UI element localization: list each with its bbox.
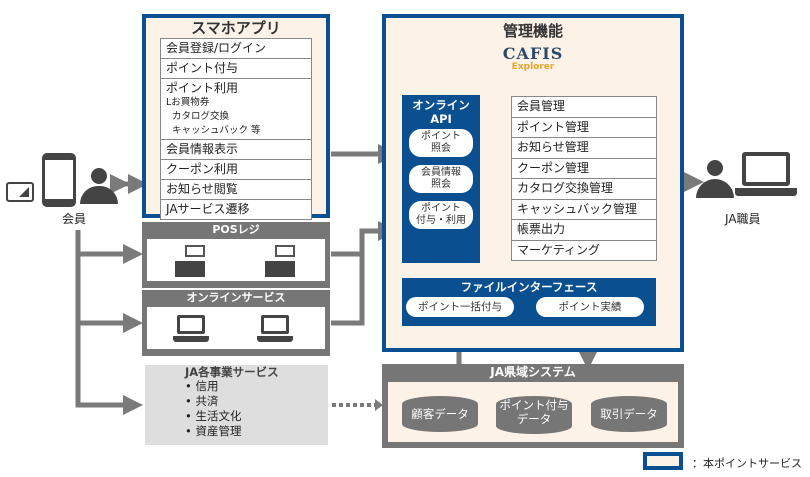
smartphone-app-title: スマホアプリ xyxy=(191,19,281,37)
app-feature: クーポン利用 xyxy=(161,160,311,180)
app-feature: ポイント利用 Lお買物券 カタログ交換 キャッシュバック 等 xyxy=(161,79,311,140)
api-point-inquiry: ポイント照会 xyxy=(409,129,473,157)
member-label: 会員 xyxy=(62,212,87,226)
tablet-icon xyxy=(6,182,34,202)
ja-service-item: • 生活文化 xyxy=(185,409,242,423)
database-transaction-data: 取引データ xyxy=(591,396,667,432)
app-feature: 会員登録/ログイン xyxy=(161,39,311,59)
member-to-ja-services-arrow xyxy=(75,230,143,415)
laptop-icon xyxy=(257,315,293,343)
point-results: ポイント実績 xyxy=(536,297,644,317)
staff-label: JA職員 xyxy=(725,212,761,226)
register-icon xyxy=(175,245,205,277)
ja-system-title: JA県域システム xyxy=(490,365,576,379)
cafis-logo: CAFIS Explorer xyxy=(502,44,564,73)
app-feature-list: 会員登録/ログイン ポイント付与 ポイント利用 Lお買物券 カタログ交換 キャッ… xyxy=(160,38,312,220)
smartphone-icon xyxy=(42,153,76,207)
management-function: カタログ交換管理 xyxy=(512,179,656,200)
register-icon xyxy=(265,245,295,277)
api-point-grant-use: ポイント付与・利用 xyxy=(409,201,473,229)
ja-services-title: JA各事業サービス xyxy=(185,365,279,379)
management-function: クーポン管理 xyxy=(512,159,656,179)
laptop-icon xyxy=(173,315,209,343)
online-service-panel: オンラインサービス xyxy=(142,290,330,356)
ja-services-panel: JA各事業サービス • 信用 • 共済 • 生活文化 • 資産管理 xyxy=(145,365,328,445)
app-feature: 会員情報表示 xyxy=(161,140,311,160)
management-function: キャッシュバック管理 xyxy=(512,200,656,220)
database-point-grant-data: ポイント付与データ xyxy=(496,396,572,434)
ja-system-panel: JA県域システム 顧客データ ポイント付与データ 取引データ xyxy=(382,364,684,448)
management-function-list: 会員管理 ポイント管理 お知らせ管理 クーポン管理 カタログ交換管理 キャッシュ… xyxy=(511,96,657,261)
smartphone-app-panel: スマホアプリ 会員登録/ログイン ポイント付与 ポイント利用 Lお買物券 カタロ… xyxy=(142,14,330,220)
staff-person-icon xyxy=(696,160,734,198)
management-function: マーケティング xyxy=(517,242,601,257)
legend-label: ：本ポイントサービス xyxy=(692,457,802,470)
database-customer-data: 顧客データ xyxy=(402,396,478,432)
management-function: ポイント管理 xyxy=(512,118,656,138)
ja-service-item: • 資産管理 xyxy=(185,424,242,438)
management-function: お知らせ管理 xyxy=(512,138,656,159)
api-member-info-inquiry: 会員情報照会 xyxy=(409,165,473,193)
app-feature: ポイント付与 xyxy=(161,59,311,79)
app-feature: お知らせ閲覧 xyxy=(161,180,311,200)
management-function: 会員管理 xyxy=(512,97,656,118)
pos-panel: POSレジ xyxy=(142,222,330,288)
online-api-panel: オンライン API ポイント照会 会員情報照会 ポイント付与・利用 xyxy=(402,95,480,263)
bulk-point-grant: ポイント一括付与 xyxy=(406,297,514,317)
pos-title: POSレジ xyxy=(212,223,260,236)
online-service-title: オンラインサービス xyxy=(186,291,286,304)
management-function: 帳票出力 xyxy=(512,220,656,241)
management-panel: 管理機能 CAFIS Explorer オンライン API ポイント照会 会員情… xyxy=(382,14,684,352)
ja-service-item: • 共済 xyxy=(185,394,219,408)
person-icon xyxy=(80,168,118,204)
file-interface-panel: ファイルインターフェース ポイント一括付与 ポイント実績 xyxy=(402,278,656,326)
staff-laptop-icon xyxy=(735,152,797,198)
ja-service-item: • 信用 xyxy=(185,379,219,393)
legend-swatch xyxy=(643,452,683,470)
app-feature: JAサービス遷移 xyxy=(166,202,250,216)
pos-to-api-arrow xyxy=(331,221,398,257)
management-title: 管理機能 xyxy=(502,22,563,40)
